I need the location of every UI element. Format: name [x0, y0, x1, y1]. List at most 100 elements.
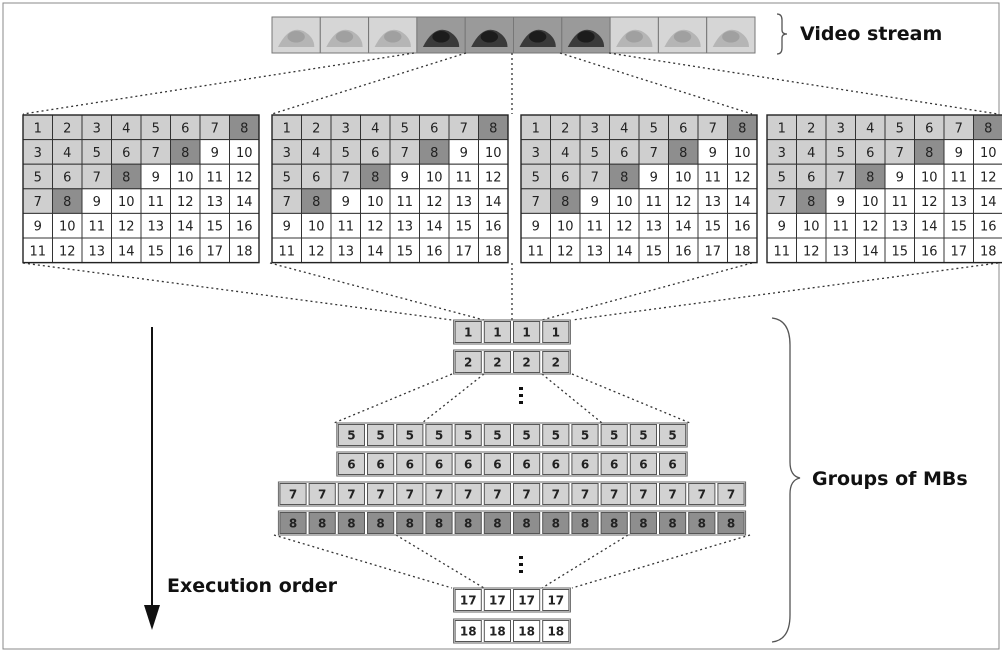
macroblock-label: 9: [778, 220, 786, 235]
mb-group-label: 5: [522, 429, 530, 443]
macroblock-label: 6: [63, 171, 71, 186]
macroblock-label: 18: [980, 244, 997, 259]
macroblock-label: 12: [862, 220, 879, 235]
macroblock-label: 9: [896, 171, 904, 186]
macroblock-label: 11: [88, 220, 105, 235]
macroblock-label: 13: [891, 220, 908, 235]
macroblock-label: 3: [283, 146, 291, 161]
mb-group-label: 18: [489, 625, 506, 639]
macroblock-label: 5: [532, 171, 540, 186]
mb-group-label: 8: [493, 517, 501, 531]
mb-group-label: 17: [489, 594, 506, 608]
macroblock-label: 8: [807, 195, 815, 210]
macroblock-label: 9: [591, 195, 599, 210]
macroblock-label: 6: [561, 171, 569, 186]
macroblock-label: 8: [738, 121, 746, 136]
macroblock-label: 13: [455, 195, 472, 210]
mb-group-label: 5: [581, 429, 589, 443]
connector-line: [542, 263, 752, 320]
mb-group-label: 5: [668, 429, 676, 443]
macroblock-label: 5: [34, 171, 42, 186]
macroblock-label: 16: [426, 244, 443, 259]
macroblock-label: 10: [557, 220, 574, 235]
macroblock-label: 16: [485, 220, 502, 235]
macroblock-label: 3: [591, 121, 599, 136]
macroblock-label: 7: [955, 121, 963, 136]
mb-group-label: 7: [376, 488, 384, 502]
macroblock-label: 10: [426, 171, 443, 186]
mb-group-label: 5: [406, 429, 414, 443]
macroblock-label: 8: [984, 121, 992, 136]
groups-of-mbs-label: Groups of MBs: [812, 468, 968, 490]
macroblock-label: 8: [430, 146, 438, 161]
video-frame-thumbnail: [369, 17, 417, 53]
macroblock-label: 9: [93, 195, 101, 210]
macroblock-label: 12: [980, 171, 997, 186]
mb-group-label: 7: [727, 488, 735, 502]
mb-group-label: 18: [460, 625, 477, 639]
macroblock-label: 17: [950, 244, 967, 259]
mb-group-label: 6: [610, 458, 618, 472]
macroblock-label: 9: [211, 146, 219, 161]
macroblock-label: 3: [34, 146, 42, 161]
connector-line: [609, 53, 998, 114]
mb-group-label: 6: [435, 458, 443, 472]
mb-group-label: 7: [522, 488, 530, 502]
macroblock-label: 10: [980, 146, 997, 161]
macroblock-label: 12: [675, 195, 692, 210]
macroblock-label: 1: [778, 121, 786, 136]
macroblock-label: 11: [891, 195, 908, 210]
mb-group-label: 8: [639, 517, 647, 531]
macroblock-label: 11: [832, 220, 849, 235]
macroblock-label: 10: [921, 171, 938, 186]
macroblock-label: 11: [396, 195, 413, 210]
macroblock-label: 7: [460, 121, 468, 136]
macroblock-label: 10: [308, 220, 325, 235]
connector-line: [572, 535, 750, 588]
macroblock-label: 13: [337, 244, 354, 259]
macroblock-label: 1: [34, 121, 42, 136]
macroblock-label: 7: [93, 171, 101, 186]
mb-group-label: 18: [518, 625, 535, 639]
macroblock-label: 5: [401, 121, 409, 136]
mb-group-label: 8: [318, 517, 326, 531]
macroblock-label: 8: [371, 171, 379, 186]
video-frame-thumbnail: [465, 17, 513, 53]
video-frame-thumbnail: [610, 17, 658, 53]
mb-group-label: 18: [547, 625, 564, 639]
mb-group-label: 7: [581, 488, 589, 502]
groups-brace: [772, 318, 800, 642]
macroblock-label: 4: [620, 121, 628, 136]
macroblock-label: 5: [591, 146, 599, 161]
macroblock-label: 7: [837, 171, 845, 186]
macroblock-label: 9: [34, 220, 42, 235]
macroblock-label: 11: [773, 244, 790, 259]
connector-line: [572, 374, 690, 423]
macroblock-label: 11: [455, 171, 472, 186]
macroblock-label: 5: [896, 121, 904, 136]
mb-group-label: 6: [639, 458, 647, 472]
macroblock-label: 5: [152, 121, 160, 136]
macroblock-label: 3: [532, 146, 540, 161]
macroblock-label: 12: [734, 171, 751, 186]
connector-line: [270, 263, 484, 320]
macroblock-label: 9: [955, 146, 963, 161]
macroblock-label: 8: [181, 146, 189, 161]
macroblock-label: 5: [650, 121, 658, 136]
connector-line: [23, 263, 452, 320]
macroblock-label: 9: [532, 220, 540, 235]
video-frame-thumbnail: [562, 17, 610, 53]
ellipsis-upper: [519, 387, 523, 404]
mb-group-label: 7: [406, 488, 414, 502]
mb-group-label: 6: [464, 458, 472, 472]
mb-group-label: 1: [493, 326, 501, 340]
mb-group-label: 7: [639, 488, 647, 502]
macroblock-label: 7: [401, 146, 409, 161]
macroblock-label: 9: [837, 195, 845, 210]
macroblock-label: 11: [337, 220, 354, 235]
